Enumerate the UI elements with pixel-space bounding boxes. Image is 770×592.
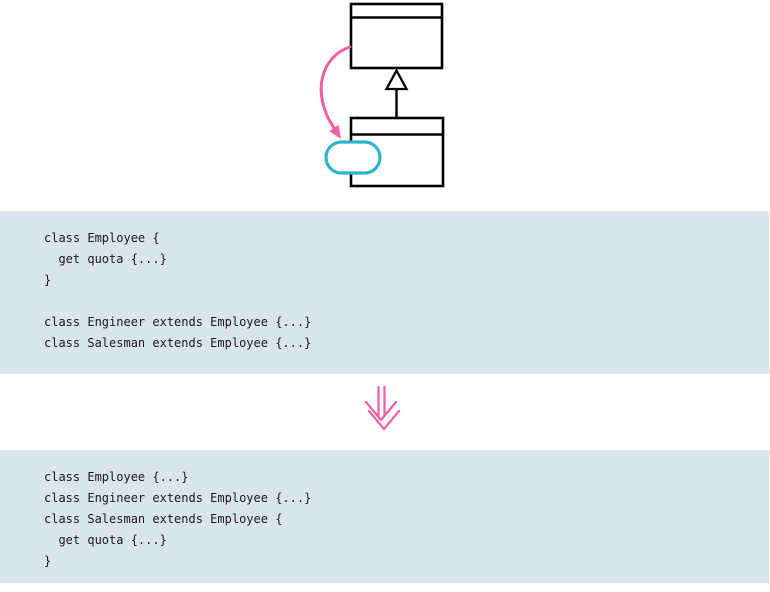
code-line: } (44, 273, 52, 287)
code-line: class Employee { (44, 231, 160, 245)
code-line: class Salesman extends Employee {...} (44, 336, 312, 350)
transform-arrow-icon (364, 385, 401, 431)
code-line: get quota {...} (44, 252, 167, 266)
code-line: class Employee {...} (44, 470, 189, 484)
code-line (44, 291, 769, 312)
transform-arrow-chevron (364, 400, 398, 422)
code-line: } (44, 554, 52, 568)
code-line: get quota {...} (44, 533, 167, 547)
code-line: class Engineer extends Employee {...} (44, 315, 312, 329)
code-line: class Engineer extends Employee {...} (44, 491, 312, 505)
subclass-box (349, 116, 445, 188)
move-method-arrowhead-icon (329, 124, 341, 139)
transform-arrow-chevron (367, 409, 401, 431)
move-method-arrow-icon (319, 45, 352, 130)
code-line: class Salesman extends Employee { (44, 512, 283, 526)
pushed-down-method-marker (324, 140, 382, 175)
inheritance-triangle-icon (384, 68, 409, 91)
code-block-before: class Employee { get quota {...} } class… (0, 211, 769, 374)
code-block-after: class Employee {...} class Engineer exte… (0, 450, 769, 583)
superclass-box (349, 2, 444, 70)
uml-inheritance-diagram (319, 2, 445, 188)
